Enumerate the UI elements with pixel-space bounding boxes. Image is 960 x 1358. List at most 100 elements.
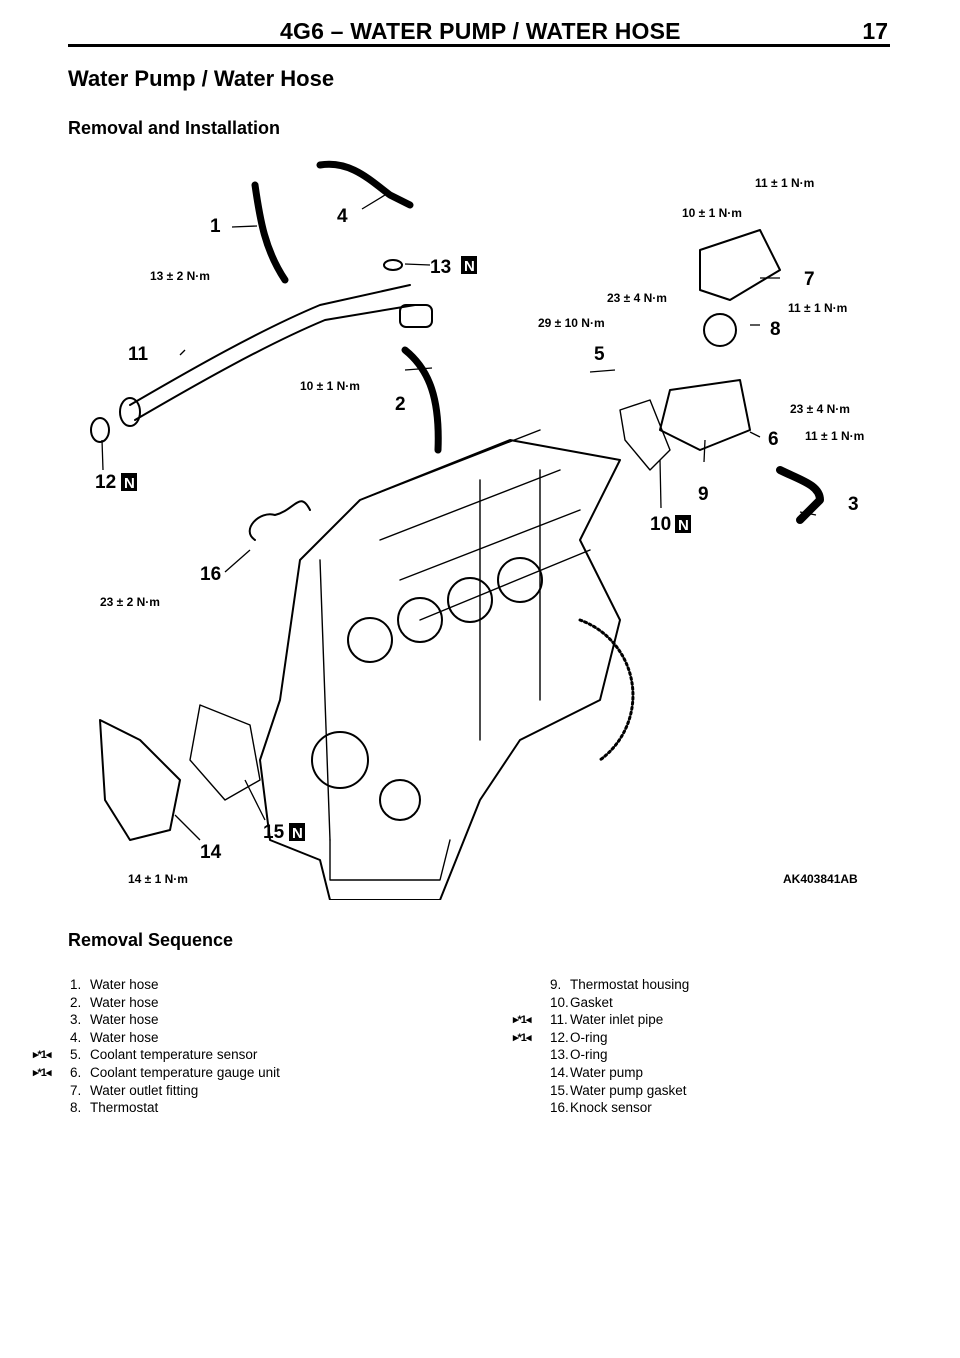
torque-label: 11 ± 1 N·m xyxy=(788,301,847,315)
item-number: 6. xyxy=(70,1064,82,1080)
callout-9: 9 xyxy=(698,484,709,505)
item-number: 2. xyxy=(70,994,82,1010)
gasket-10 xyxy=(619,399,671,471)
item-text: Knock sensor xyxy=(570,1100,652,1116)
item-text: Water hose xyxy=(90,977,159,992)
callout-5: 5 xyxy=(594,344,605,365)
sequence-item: ▸*1◂ 12.O-ring xyxy=(513,1029,689,1047)
item-number: 12. xyxy=(550,1029,569,1045)
item-number: 10. xyxy=(550,994,569,1010)
item-text: Gasket xyxy=(570,994,613,1010)
sequence-item: ▸*1◂ 5. Coolant temperature sensor xyxy=(33,1046,280,1064)
water-hose-3 xyxy=(776,466,824,524)
item-text: O-ring xyxy=(570,1047,608,1063)
item-text: Coolant temperature sensor xyxy=(90,1047,258,1063)
diagram-svg: 1 2 3 4 5 6 7 8 9 10 11 12 13 14 15 16 N… xyxy=(90,160,864,900)
torque-label: 14 ± 1 N·m xyxy=(128,872,188,886)
item-number: 7. xyxy=(70,1082,82,1098)
callouts: 1 2 3 4 5 6 7 8 9 10 11 12 13 14 15 16 xyxy=(95,206,859,863)
n-mark-10: N xyxy=(678,517,689,534)
sequence-item: 3. Water hose xyxy=(70,1011,280,1029)
item-text: Coolant temperature gauge unit xyxy=(90,1064,280,1080)
item-text: Water hose xyxy=(90,994,159,1010)
torque-label: 23 ± 4 N·m xyxy=(790,402,850,416)
knock-sensor xyxy=(248,500,311,541)
item-number: 4. xyxy=(70,1029,82,1045)
item-number: 13. xyxy=(550,1047,569,1063)
section-title: Removal and Installation xyxy=(68,118,281,138)
callout-4: 4 xyxy=(337,206,348,227)
callout-13: 13 xyxy=(430,257,451,278)
water-hose-1 xyxy=(251,181,289,284)
sequence-item: 16.Knock sensor xyxy=(550,1099,689,1117)
sequence-title: Removal Sequence xyxy=(68,930,234,950)
item-number: 1. xyxy=(70,977,82,992)
service-point-marker: ▸*1◂ xyxy=(513,1031,531,1044)
diagram-ref-code: AK403841AB xyxy=(783,872,858,886)
n-mark-12: N xyxy=(124,475,135,492)
item-text: Water pump gasket xyxy=(570,1082,687,1098)
sequence-item: 2. Water hose xyxy=(70,994,280,1012)
sequence-item: 10.Gasket xyxy=(550,994,689,1012)
sequence-item: ▸*1◂ 11.Water inlet pipe xyxy=(513,1011,689,1029)
water-hose-2 xyxy=(401,346,442,454)
water-pump xyxy=(99,719,181,841)
item-text: Water hose xyxy=(90,1029,159,1045)
item-text: Thermostat xyxy=(90,1100,159,1116)
item-number: 15. xyxy=(550,1082,569,1098)
page-number: 17 xyxy=(862,18,888,44)
item-text: O-ring xyxy=(570,1029,608,1045)
torque-label: 11 ± 1 N·m xyxy=(805,429,864,443)
water-outlet-fitting xyxy=(699,229,781,301)
item-text: Water outlet fitting xyxy=(90,1082,199,1098)
service-point-marker: ▸*1◂ xyxy=(513,1014,531,1027)
sequence-item: 9.Thermostat housing xyxy=(550,976,689,994)
sequence-item: 13.O-ring xyxy=(550,1046,689,1064)
callout-7: 7 xyxy=(804,269,815,290)
callout-2: 2 xyxy=(395,394,406,415)
torque-label: 29 ± 10 N·m xyxy=(538,316,605,330)
item-number: 3. xyxy=(70,1012,82,1028)
torque-label: 10 ± 1 N·m xyxy=(682,206,742,220)
service-point-marker: ▸*1◂ xyxy=(33,1049,51,1062)
engine-block xyxy=(259,429,635,900)
sequence-item: 7. Water outlet fitting xyxy=(70,1082,280,1100)
o-ring-13 xyxy=(383,259,403,271)
item-text: Thermostat housing xyxy=(570,977,690,992)
sequence-list-left: 1. Water hose 2. Water hose 3. Water hose 4… xyxy=(33,976,280,1117)
torque-label: 10 ± 1 N·m xyxy=(300,379,360,393)
exploded-diagram: 1 2 3 4 5 6 7 8 9 10 11 12 13 14 15 16 N… xyxy=(60,140,900,900)
n-mark-13: N xyxy=(464,258,475,275)
callout-1: 1 xyxy=(210,216,221,237)
item-number: 11. xyxy=(550,1012,568,1028)
callout-11: 11 xyxy=(128,344,149,365)
water-pump-gasket xyxy=(189,704,261,801)
callout-10: 10 xyxy=(650,514,671,535)
item-text: Water hose xyxy=(90,1012,159,1028)
sequence-item: 14.Water pump xyxy=(550,1064,689,1082)
callout-16: 16 xyxy=(200,564,221,585)
sequence-item: 15.Water pump gasket xyxy=(550,1082,689,1100)
item-number: 5. xyxy=(70,1047,82,1063)
page-title: Water Pump / Water Hose xyxy=(68,66,335,91)
n-mark-15: N xyxy=(292,825,303,842)
item-text: Water pump xyxy=(570,1064,644,1080)
callout-12: 12 xyxy=(95,472,116,493)
new-part-marks: N N N N xyxy=(121,256,691,842)
torque-label: 23 ± 4 N·m xyxy=(607,291,667,305)
thermostat-housing xyxy=(659,379,751,451)
water-hose-4 xyxy=(316,160,414,209)
item-number: 8. xyxy=(70,1100,82,1116)
thermostat xyxy=(703,313,737,347)
service-point-marker: ▸*1◂ xyxy=(33,1066,51,1079)
torque-label: 13 ± 2 N·m xyxy=(150,269,210,283)
o-ring-12 xyxy=(90,417,110,443)
header-rule xyxy=(68,44,890,47)
torque-label: 11 ± 1 N·m xyxy=(755,176,814,190)
callout-6: 6 xyxy=(768,429,779,450)
sequence-item: 1. Water hose xyxy=(70,976,280,994)
item-number: 14. xyxy=(550,1064,569,1080)
header-title: 4G6 – WATER PUMP / WATER HOSE xyxy=(280,18,681,44)
item-text: Water inlet pipe xyxy=(570,1012,664,1028)
item-number: 16. xyxy=(550,1100,569,1116)
